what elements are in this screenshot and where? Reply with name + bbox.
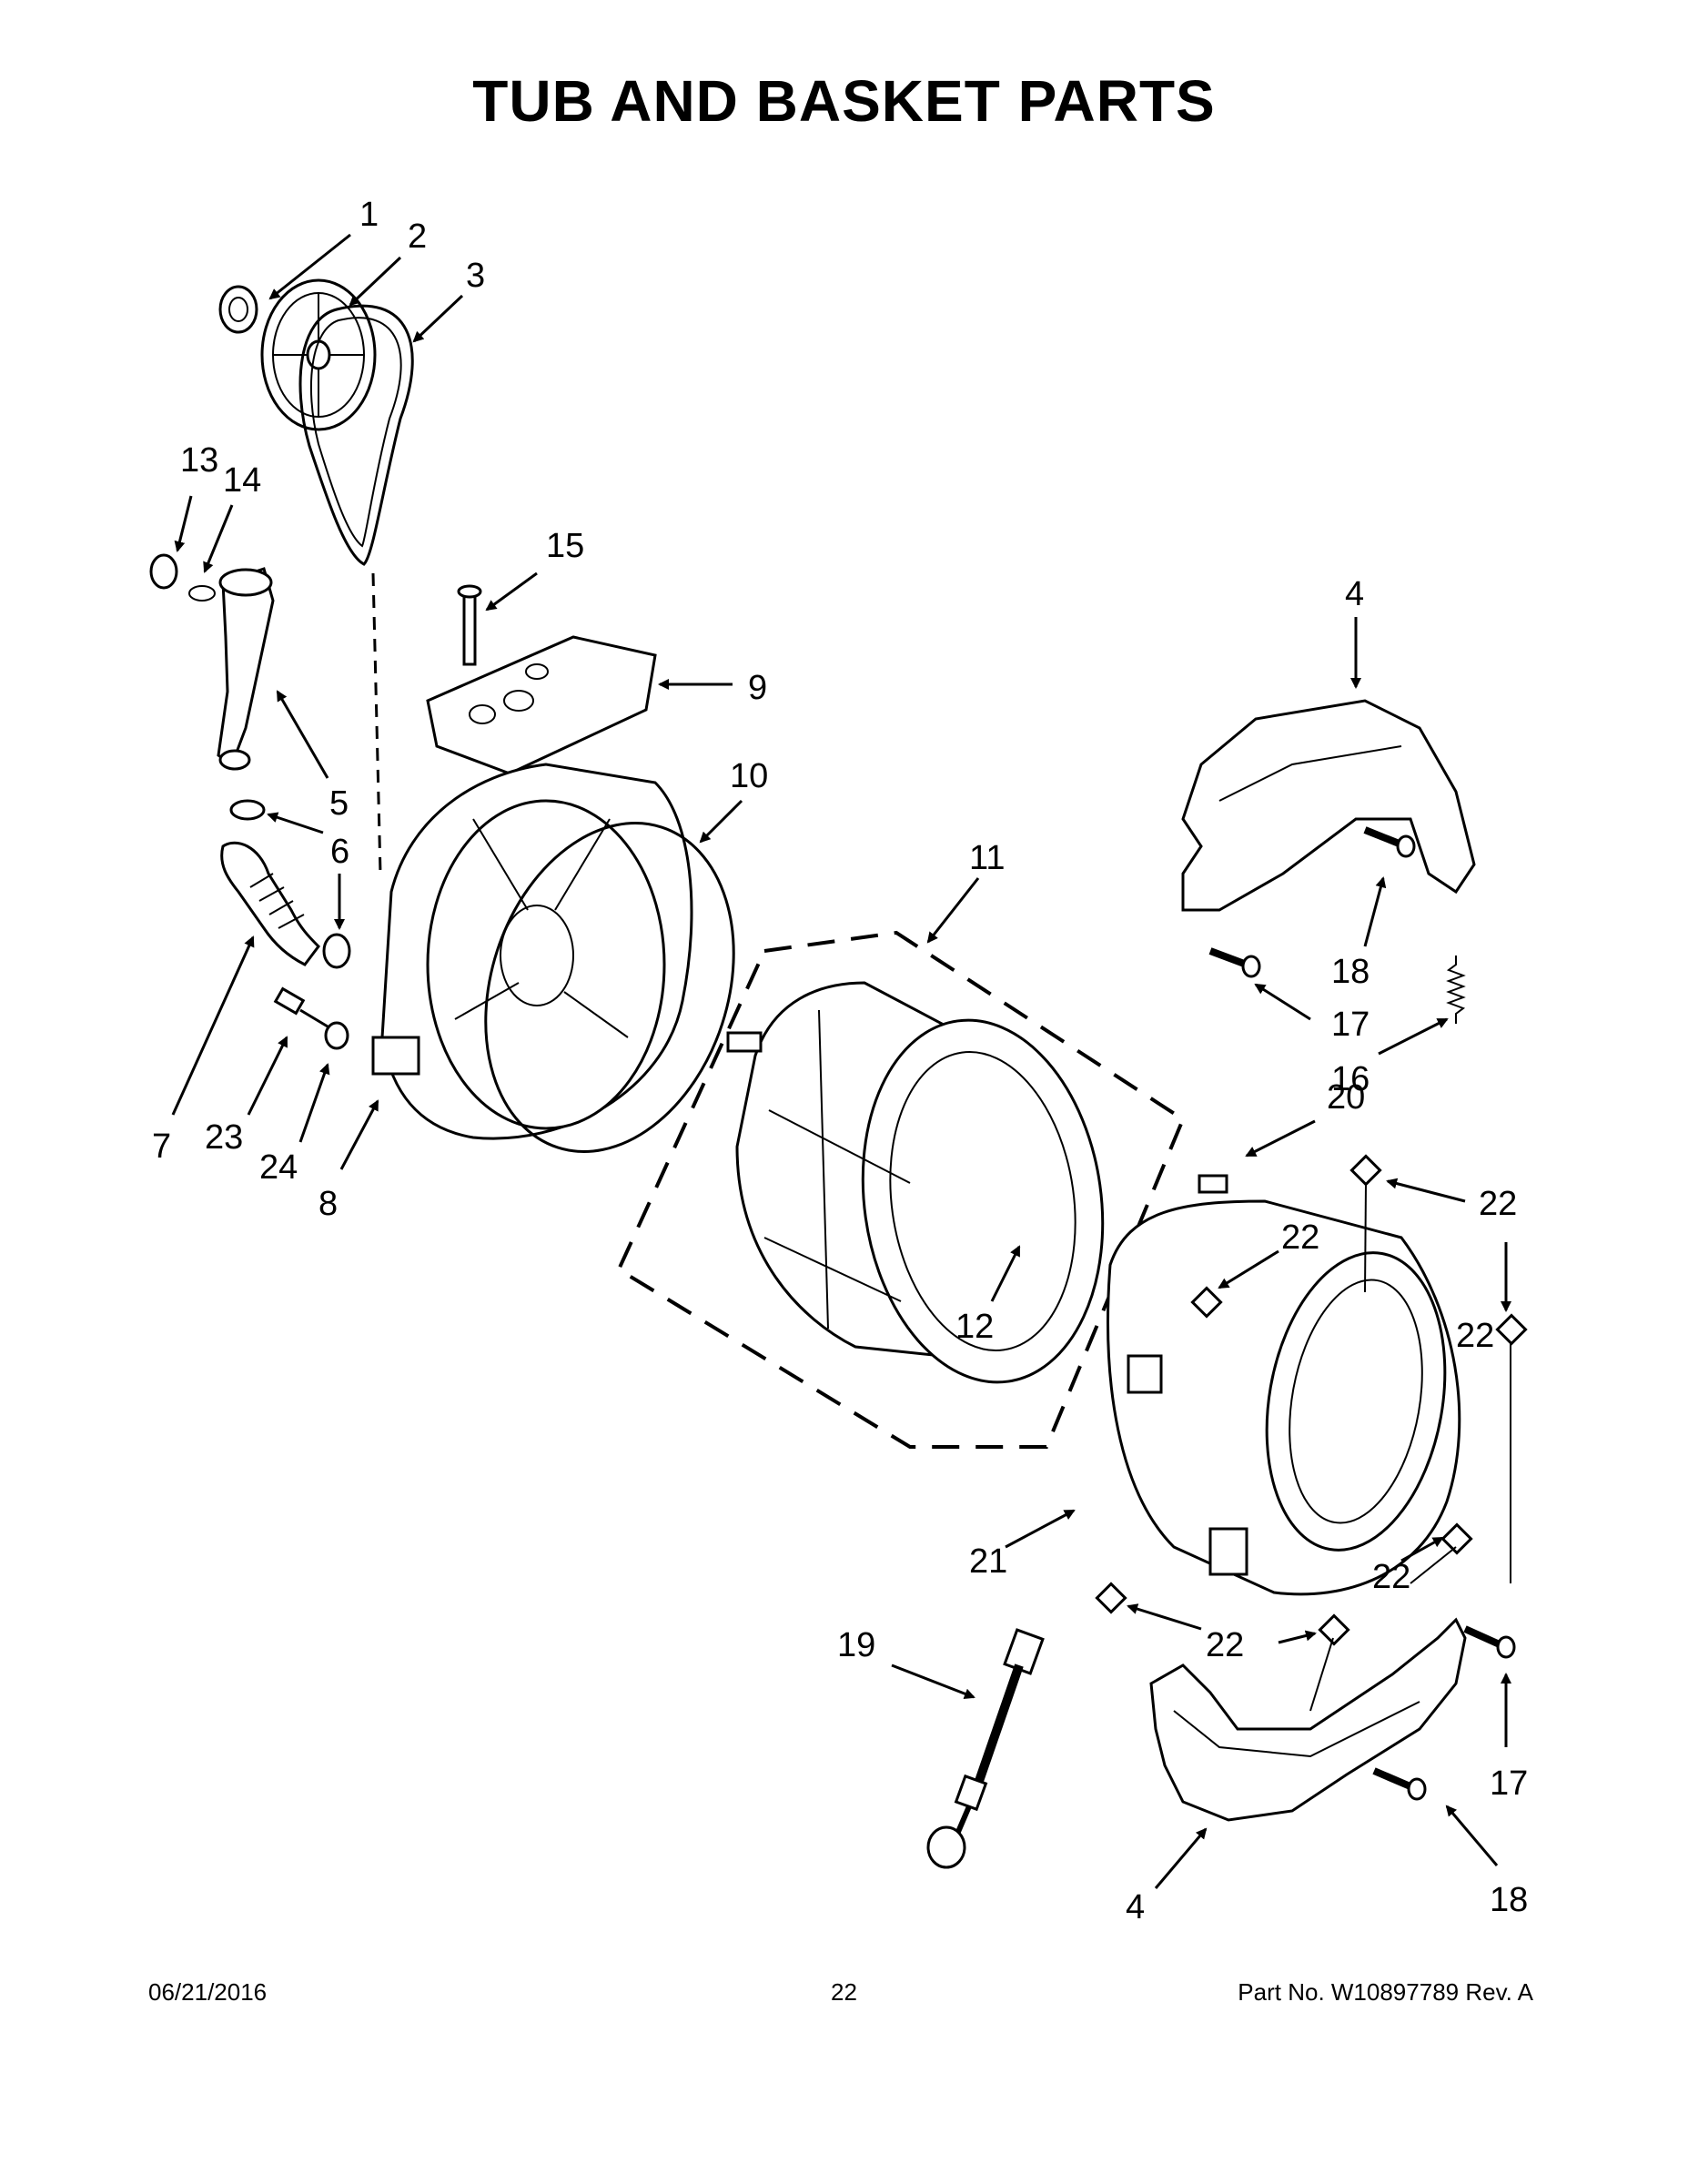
callout-16: 16 — [1331, 1060, 1370, 1098]
shock-absorber-part — [926, 1628, 1045, 1869]
callout-18-upper: 18 — [1331, 953, 1370, 991]
callout-22-center: 22 — [1281, 1218, 1319, 1257]
callout-14: 14 — [223, 461, 261, 500]
nut-part — [218, 285, 258, 334]
callout-19: 19 — [837, 1626, 875, 1664]
callout-10: 10 — [730, 757, 768, 795]
belt-part — [298, 304, 414, 566]
callout-13: 13 — [180, 441, 218, 480]
screw-part — [457, 584, 482, 666]
callout-11: 11 — [969, 839, 1005, 877]
callout-23: 23 — [205, 1118, 243, 1157]
callout-24: 24 — [259, 1148, 298, 1187]
callout-4-lower: 4 — [1126, 1888, 1145, 1926]
callout-5: 5 — [329, 784, 349, 823]
callout-20: 20 — [1327, 1078, 1365, 1117]
callout-8: 8 — [318, 1185, 338, 1223]
callout-22-mid: 22 — [1372, 1558, 1410, 1596]
callout-18-lower: 18 — [1490, 1881, 1528, 1919]
page-title: TUB AND BASKET PARTS — [472, 68, 1216, 134]
footer-date: 06/21/2016 — [148, 1978, 268, 2006]
counterweight-upper-part — [1181, 699, 1476, 912]
tub-seal-ring-part — [484, 822, 735, 1153]
hose-clamp-lower-part — [322, 933, 351, 969]
spring-part — [1446, 956, 1466, 1024]
basket-group-outline — [616, 930, 1186, 1449]
drain-hose-part — [220, 841, 320, 966]
callout-4-upper: 4 — [1345, 575, 1364, 613]
callout-9: 9 — [748, 669, 767, 707]
leader-arrows — [171, 233, 1511, 1889]
front-tub-part — [1107, 1199, 1461, 1596]
callout-22-lower: 22 — [1206, 1626, 1244, 1664]
basket-part — [726, 981, 1105, 1384]
hose-clamp-part — [229, 799, 266, 821]
callout-12: 12 — [955, 1308, 994, 1346]
callout-22-right: 22 — [1479, 1185, 1517, 1223]
callout-7: 7 — [152, 1127, 171, 1166]
callout-17-upper: 17 — [1331, 1006, 1370, 1044]
pulley-part — [260, 278, 377, 431]
callout-17-lower: 17 — [1490, 1764, 1528, 1803]
dispenser-hose-part — [217, 567, 275, 771]
sensor-part — [273, 986, 349, 1050]
callout-21: 21 — [969, 1542, 1007, 1581]
footer-page-number: 22 — [831, 1978, 857, 2006]
clamp-part — [149, 553, 216, 602]
callout-22-lower-right: 22 — [1456, 1317, 1494, 1355]
counterweight-lower-part — [1149, 1617, 1467, 1822]
tub-clip-part — [1198, 1174, 1228, 1194]
callout-2: 2 — [408, 217, 427, 256]
damper-bracket-parts — [1095, 1154, 1528, 1712]
callout-1: 1 — [359, 196, 379, 234]
bolt-upper-part — [1208, 826, 1416, 978]
callout-3: 3 — [466, 257, 485, 295]
callout-6: 6 — [330, 833, 349, 871]
bolt-lower-part — [1372, 1625, 1516, 1801]
rear-tub-part — [371, 763, 693, 1140]
footer-part-number: Part No. W10897789 Rev. A — [1238, 1978, 1533, 2006]
callout-labels: 1 2 3 13 14 15 9 5 6 10 4 7 23 24 8 11 1… — [152, 196, 1528, 1926]
tub-bracket-part — [426, 635, 657, 775]
callout-15: 15 — [546, 527, 584, 565]
